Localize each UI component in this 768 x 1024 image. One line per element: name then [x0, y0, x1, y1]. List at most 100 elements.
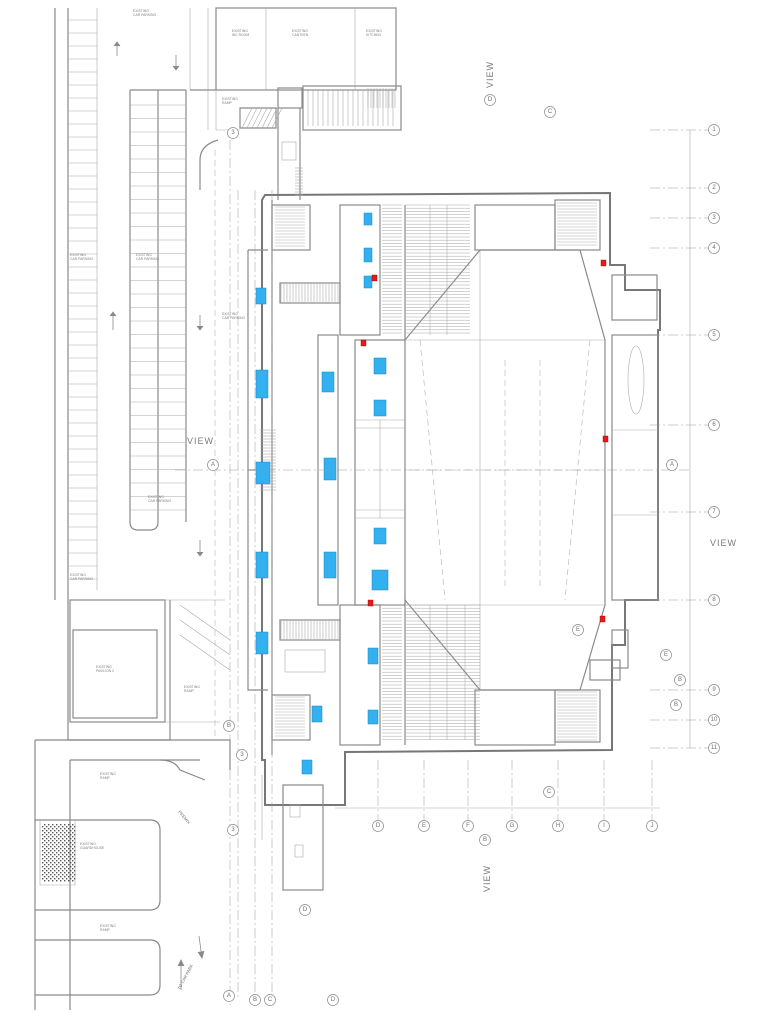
svg-text:B: B: [678, 677, 682, 683]
svg-text:5: 5: [712, 332, 716, 338]
grid-bubble: A: [666, 459, 678, 471]
equipment-marker: [255, 551, 269, 579]
fire-extinguisher-icon: [600, 259, 607, 267]
equipment-marker: [373, 399, 387, 417]
equipment-markers: [255, 212, 389, 775]
equipment-marker: [323, 457, 337, 481]
grid-bubble-right: 8: [708, 594, 720, 606]
grid-bubble: E: [572, 624, 584, 636]
equipment-marker: [255, 369, 269, 399]
svg-text:C: C: [268, 997, 273, 1003]
equipment-marker: [373, 527, 387, 545]
grid-bubble-bottom: D: [372, 820, 384, 832]
fire-extinguisher-icon: [602, 435, 609, 443]
stair-treads: [307, 88, 396, 126]
equipment-marker: [301, 759, 313, 775]
existing-structures-bottom-left: [34, 599, 324, 1010]
equipment-marker: [367, 647, 379, 665]
svg-text:E: E: [664, 652, 668, 658]
svg-text:7: 7: [712, 509, 716, 515]
arrow-down-icon: [196, 540, 204, 557]
grid-bubble: B: [674, 674, 686, 686]
equipment-marker: [323, 551, 337, 579]
grid-lines-right: [650, 129, 712, 749]
equipment-marker: [363, 275, 373, 289]
arrow-up-icon: [109, 311, 117, 330]
svg-text:B: B: [674, 702, 678, 708]
svg-text:4: 4: [712, 245, 716, 251]
svg-text:D: D: [376, 823, 381, 829]
fire-extinguisher-icon: [367, 599, 374, 607]
grid-bubble-bottom-left: C: [264, 994, 276, 1006]
svg-text:1: 1: [712, 127, 716, 133]
equipment-marker: [367, 709, 379, 725]
grid-bubble-right: 2: [708, 182, 720, 194]
grid-bubble: D: [484, 94, 496, 106]
svg-text:A: A: [211, 462, 215, 468]
svg-text:B: B: [227, 723, 231, 729]
grid-bubble: 3: [236, 749, 248, 761]
svg-text:A: A: [670, 462, 674, 468]
parking-stall-lines: [68, 19, 186, 580]
svg-text:I: I: [603, 823, 605, 829]
equipment-marker: [321, 371, 335, 393]
fire-extinguisher-markers: [360, 259, 609, 623]
svg-text:2: 2: [712, 185, 716, 191]
equipment-marker: [373, 357, 387, 375]
main-building-outline: [247, 191, 661, 806]
fire-extinguisher-icon: [599, 615, 606, 623]
equipment-marker: [255, 287, 267, 305]
svg-text:B: B: [253, 997, 257, 1003]
grid-lines-bottom: [335, 760, 660, 820]
svg-text:C: C: [548, 109, 553, 115]
grid-bubble-bottom: E: [418, 820, 430, 832]
svg-text:B: B: [483, 837, 487, 843]
arrow-up-icon: [177, 959, 185, 990]
grid-bubble-right: 11: [708, 742, 720, 754]
label-view-a: VIEW: [187, 436, 214, 446]
grid-bubble-right: 10: [708, 714, 720, 726]
grid-bubble-bottom-left: B: [249, 994, 261, 1006]
fire-extinguisher-icon: [371, 274, 378, 282]
equipment-marker: [255, 461, 271, 485]
grid-bubble-bottom: I: [598, 820, 610, 832]
fire-extinguisher-icon: [360, 339, 367, 347]
svg-text:F: F: [466, 823, 470, 829]
equipment-marker: [255, 631, 269, 655]
arrow-up-icon: [113, 41, 121, 56]
structural-grid-lines: [175, 140, 690, 1005]
equipment-marker: [363, 247, 373, 263]
grid-bubble-right: 4: [708, 242, 720, 254]
svg-text:10: 10: [711, 717, 718, 723]
svg-text:A: A: [227, 993, 231, 999]
grid-bubble-bottom-left: D: [327, 994, 339, 1006]
equipment-marker: [363, 212, 373, 226]
grid-bubble-right: 6: [708, 419, 720, 431]
svg-text:D: D: [488, 97, 493, 103]
arrow-down-icon: [196, 315, 204, 331]
svg-text:D: D: [331, 997, 336, 1003]
grid-bubble: A: [207, 459, 219, 471]
svg-text:3: 3: [231, 827, 235, 833]
grid-bubble-bottom-left: A: [223, 990, 235, 1002]
label-view-b: VIEW: [482, 865, 492, 892]
equipment-marker: [371, 569, 389, 591]
label-view-c: VIEW: [710, 538, 737, 548]
